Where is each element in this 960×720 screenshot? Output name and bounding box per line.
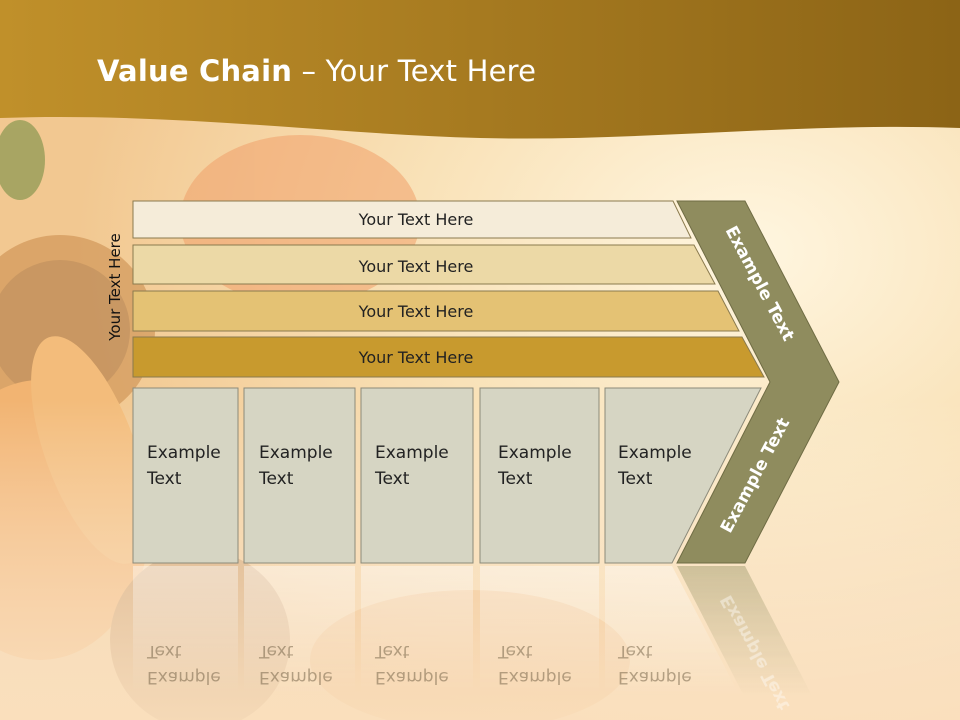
support-row-label: Your Text Here [358,210,474,229]
reflection-box [480,566,599,696]
primary-box: Example Text [479,387,600,564]
margin-chevron: Example Text Example Text [676,200,840,564]
support-row-label: Your Text Here [358,257,474,276]
reflection-text: Example [259,667,333,687]
reflection-chevron [677,566,812,696]
reflection: Example Text Example Text Example Text E… [133,566,812,713]
primary-box-line1: Example [375,443,449,463]
primary-box-line2: Text [617,469,653,489]
primary-box-shape [604,387,762,564]
support-activities: Your Text Here Your Text Here Your Text … [132,200,765,378]
support-row: Your Text Here [132,244,716,285]
reflection-text: Example [375,667,449,687]
reflection-text: Example [618,667,692,687]
support-row-shape [132,244,716,285]
reflection-text: Text [617,641,653,661]
primary-box-line2: Text [258,469,294,489]
support-row-label: Your Text Here [358,302,474,321]
primary-box-line2: Text [146,469,182,489]
reflection-text: Text [146,641,182,661]
primary-box: Example Text [604,387,762,564]
primary-box: Example Text [243,387,356,564]
primary-box-shape [132,387,239,564]
title-rest: – Your Text Here [292,54,537,88]
reflection-box [605,566,740,696]
support-row-shape [132,290,740,332]
title-bold: Value Chain [97,54,293,88]
reflection-text: Example [498,667,572,687]
reflection-text: Text [497,641,533,661]
slide-title: Value Chain – Your Text Here [97,54,536,88]
reflection-box [244,566,355,696]
primary-box-shape [243,387,356,564]
reflection-text: Text [258,641,294,661]
primary-box: Example Text [132,387,239,564]
reflection-box [133,566,238,696]
primary-activities: Example Text Example Text Example Text E… [132,387,762,564]
primary-box-line2: Text [374,469,410,489]
primary-box-shape [479,387,600,564]
support-row-label: Your Text Here [358,348,474,367]
support-row: Your Text Here [132,290,740,332]
primary-box-line1: Example [618,443,692,463]
primary-box-shape [360,387,474,564]
primary-box-line1: Example [147,443,221,463]
reflection-text: Example [147,667,221,687]
support-row-shape [132,336,765,378]
primary-box-line1: Example [259,443,333,463]
primary-box: Example Text [360,387,474,564]
support-row: Your Text Here [132,200,692,239]
reflection-box [361,566,473,696]
support-row-shape [132,200,692,239]
reflection-text: Text [374,641,410,661]
chevron-shape [676,200,840,564]
support-row: Your Text Here [132,336,765,378]
primary-box-line2: Text [497,469,533,489]
primary-box-line1: Example [498,443,572,463]
